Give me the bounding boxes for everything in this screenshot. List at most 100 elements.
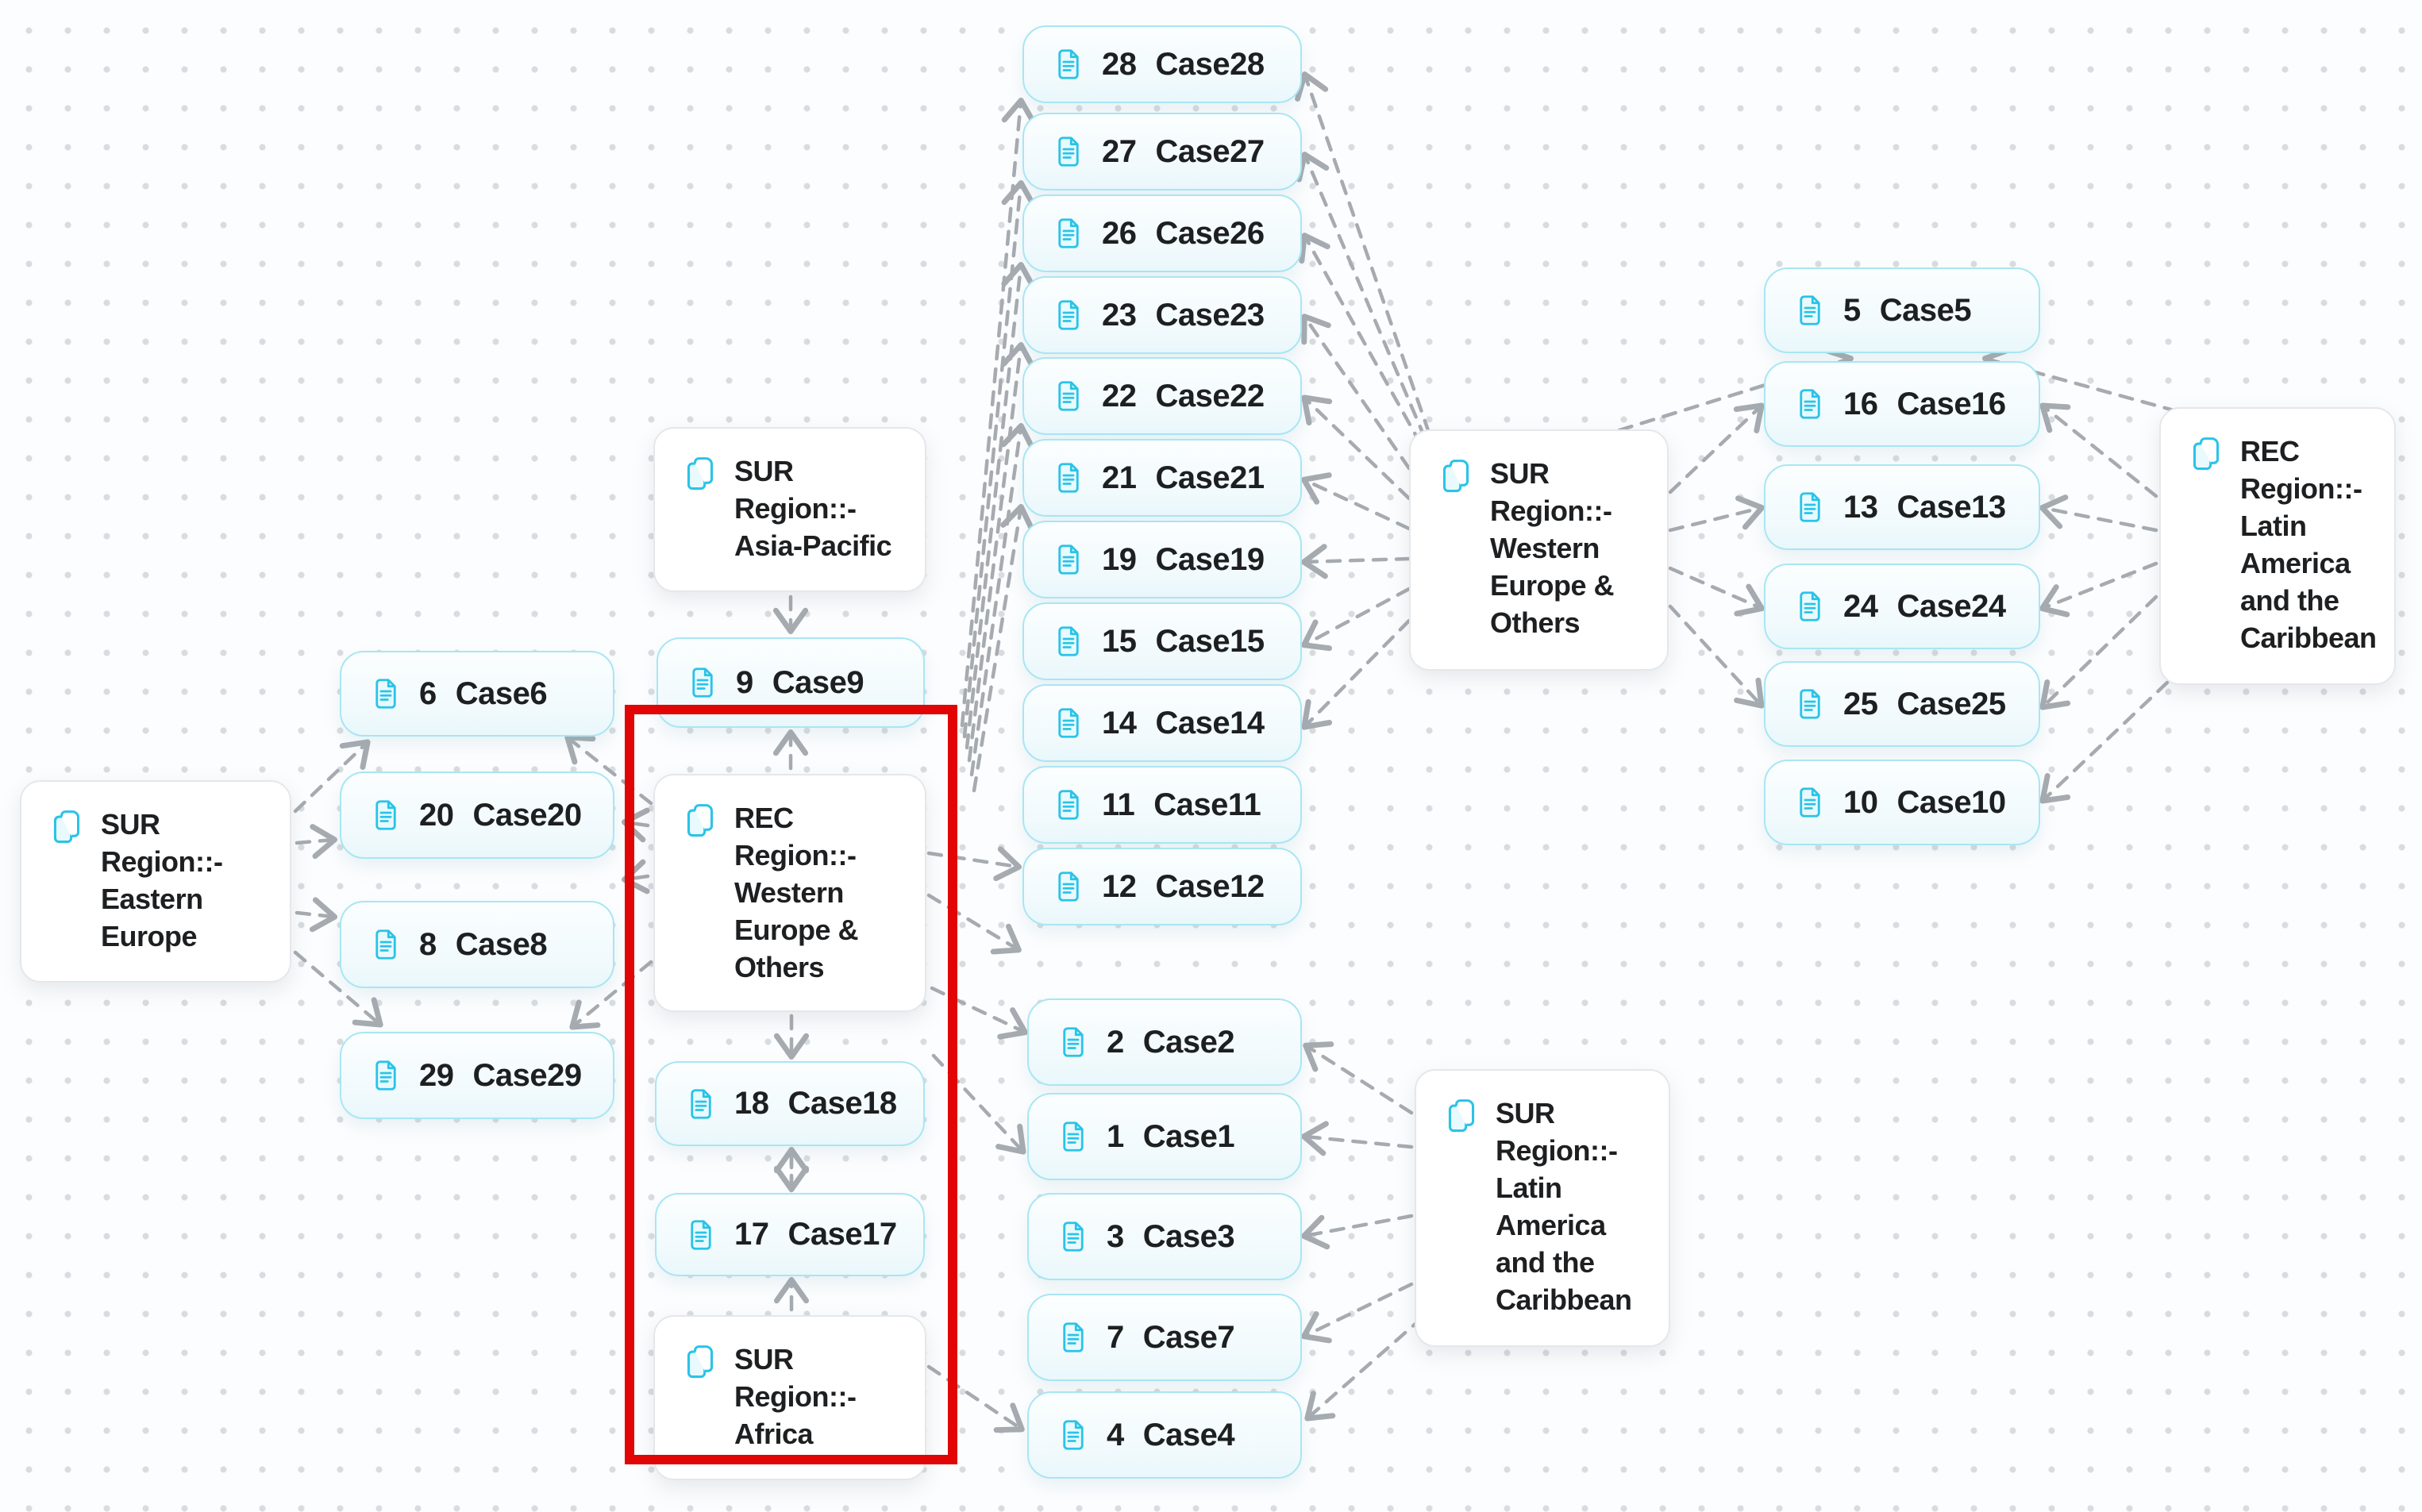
edge-rec-latin-america-caribbean--case13	[2039, 494, 2158, 533]
node-number: 24	[1843, 588, 1878, 624]
node-case8[interactable]: 8 Case8	[340, 901, 614, 988]
copy-icon	[687, 1345, 714, 1379]
document-icon	[1800, 295, 1820, 325]
document-icon	[375, 1060, 396, 1091]
document-icon	[1058, 790, 1079, 820]
node-number: 3	[1107, 1218, 1124, 1254]
edge-rec-latin-america-caribbean--case25	[2039, 594, 2158, 710]
node-number: 17	[734, 1217, 769, 1252]
document-icon	[1058, 871, 1079, 902]
node-label: Case12	[1155, 868, 1265, 904]
edge-rec-latin-america-caribbean--case16	[2039, 402, 2158, 498]
edge-sur-western-europe-others--case15	[1301, 587, 1411, 652]
document-icon	[1063, 1322, 1084, 1352]
edge-sur-western-europe-others--case21	[1301, 472, 1411, 531]
document-icon	[692, 668, 713, 698]
node-label: Case8	[455, 926, 548, 962]
node-number: 9	[736, 664, 753, 700]
node-number: 20	[419, 797, 454, 833]
copy-icon	[1448, 1099, 1475, 1133]
document-icon	[375, 679, 396, 709]
node-label-line: and the	[2240, 584, 2339, 617]
node-label-line: Europe	[101, 920, 198, 952]
edge-sur-western-europe-others--case16	[1668, 402, 1765, 494]
node-case25[interactable]: 25 Case25	[1764, 661, 2040, 747]
node-number: 25	[1843, 686, 1878, 721]
node-number: 18	[734, 1086, 769, 1121]
node-label-line: SUR	[101, 808, 160, 841]
node-number: 21	[1102, 460, 1137, 495]
edge-sur-western-europe-others--case28	[1295, 71, 1431, 435]
edge-sur-western-europe-others--case24	[1668, 566, 1765, 617]
node-label: Case27	[1155, 133, 1265, 169]
document-icon	[1800, 389, 1820, 419]
node-label-line: Region::-	[734, 492, 857, 525]
node-label: Case25	[1896, 686, 2007, 721]
edge-rec-western-europe-others--case1	[931, 1053, 1026, 1155]
copy-icon	[687, 804, 714, 837]
document-icon	[691, 1088, 711, 1119]
node-number: 8	[419, 926, 437, 962]
document-icon	[1800, 591, 1820, 621]
node-case18[interactable]: 18 Case18	[655, 1061, 925, 1146]
node-label: Case6	[455, 675, 548, 711]
node-label-line: REC	[2240, 435, 2300, 467]
copy-icon	[2193, 437, 2220, 471]
node-label-line: and the	[1496, 1246, 1595, 1279]
edge-sur-western-europe-others--case19	[1300, 544, 1411, 579]
node-label: Case18	[787, 1086, 898, 1121]
node-number: 26	[1102, 215, 1137, 251]
document-icon	[691, 1219, 711, 1250]
document-icon	[1058, 137, 1079, 167]
edge-sur-western-europe-others--case27	[1296, 152, 1427, 441]
document-icon	[1058, 708, 1079, 738]
edge-sur-africa--case4	[926, 1364, 1025, 1433]
node-number: 10	[1843, 784, 1878, 820]
edge-rec-latin-america-caribbean--case10	[2039, 680, 2170, 804]
node-label: Case29	[472, 1057, 583, 1093]
copy-icon	[687, 457, 714, 491]
node-label: Case11	[1153, 787, 1261, 822]
edge-rec-western-europe-others--case28	[960, 97, 1037, 728]
node-label-line: Europe &	[734, 914, 859, 946]
document-icon	[1058, 544, 1079, 575]
